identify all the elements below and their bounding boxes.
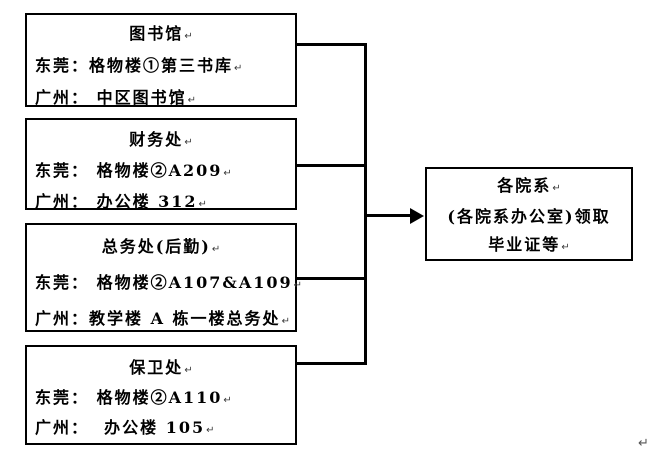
box-finance-line-dongguan: 东莞： 格物楼②A209↵ [27, 157, 295, 188]
paragraph-return-mark: ↵ [184, 137, 193, 148]
connector-vertical-collector-line [364, 43, 367, 365]
box-library-line-guangzhou: 广州： 中区图书馆↵ [27, 83, 295, 115]
destination-text: (各院系办公室)领取 [447, 207, 611, 226]
paragraph-return-mark: ↵ [198, 199, 207, 210]
box-general-affairs-line-guangzhou: 广州：教学楼 A 栋一楼总务处↵ [27, 302, 295, 338]
connector-general-affairs-line [297, 277, 367, 280]
box-library: 图书馆↵ 东莞：格物楼①第三书库↵ 广州： 中区图书馆↵ [25, 13, 297, 107]
paragraph-return-mark: ↵ [234, 63, 243, 74]
paragraph-return-mark: ↵ [223, 168, 232, 179]
location-text: 广州： 办公楼 105 [35, 418, 206, 437]
location-text: 东莞： 格物楼②A110 [35, 388, 223, 407]
paragraph-return-mark: ↵ [206, 425, 215, 436]
box-finance-line-guangzhou: 广州： 办公楼 312↵ [27, 188, 295, 219]
location-text: 东莞： 格物楼②A107&A109 [35, 273, 293, 292]
box-general-affairs: 总务处(后勤)↵ 东莞： 格物楼②A107&A109↵ 广州：教学楼 A 栋一楼… [25, 223, 302, 332]
box-security-title: 保卫处↵ [27, 354, 295, 384]
box-title-text: 财务处 [129, 130, 184, 149]
box-general-affairs-line-dongguan: 东莞： 格物楼②A107&A109↵ [27, 266, 302, 302]
location-text: 广州： 中区图书馆 [35, 88, 187, 107]
paragraph-return-mark: ↵ [281, 316, 290, 327]
paragraph-return-mark: ↵ [211, 244, 221, 255]
destination-text: 毕业证等 [488, 235, 561, 254]
location-text: 东莞：格物楼①第三书库 [35, 56, 234, 75]
destination-text: 各院系 [497, 176, 552, 195]
paragraph-return-mark: ↵ [561, 242, 570, 253]
box-title-text: 总务处(后勤) [101, 237, 211, 256]
box-finance: 财务处↵ 东莞： 格物楼②A209↵ 广州： 办公楼 312↵ [25, 118, 297, 211]
arrow-shaft [364, 214, 411, 217]
paragraph-return-mark: ↵ [184, 365, 193, 376]
box-security-line-dongguan: 东莞： 格物楼②A110↵ [27, 384, 295, 414]
connector-library-line [297, 43, 367, 46]
box-destination-departments: 各院系↵ (各院系办公室)领取 毕业证等↵ [425, 167, 633, 261]
box-title-text: 图书馆 [129, 24, 184, 43]
location-text: 广州：教学楼 A 栋一楼总务处 [35, 309, 281, 328]
location-text: 广州： 办公楼 312 [35, 192, 198, 211]
paragraph-return-mark: ↵ [293, 280, 303, 291]
box-library-title: 图书馆↵ [27, 19, 295, 51]
page-paragraph-return-mark: ↵ [638, 436, 649, 451]
paragraph-return-mark: ↵ [223, 395, 232, 406]
box-general-affairs-title: 总务处(后勤)↵ [27, 230, 295, 266]
box-security-line-guangzhou: 广州： 办公楼 105↵ [27, 414, 295, 444]
location-text: 东莞： 格物楼②A209 [35, 161, 223, 180]
destination-line-1: 各院系↵ [427, 172, 631, 203]
paragraph-return-mark: ↵ [552, 183, 561, 194]
arrow-head-icon [410, 208, 424, 224]
paragraph-return-mark: ↵ [187, 95, 196, 106]
box-security: 保卫处↵ 东莞： 格物楼②A110↵ 广州： 办公楼 105↵ [25, 345, 297, 445]
destination-line-3: 毕业证等↵ [427, 231, 631, 262]
paragraph-return-mark: ↵ [184, 31, 193, 42]
connector-security-line [297, 362, 367, 365]
connector-finance-line [297, 164, 367, 167]
box-title-text: 保卫处 [129, 358, 184, 377]
box-library-line-dongguan: 东莞：格物楼①第三书库↵ [27, 51, 295, 83]
destination-line-2: (各院系办公室)领取 [427, 203, 631, 231]
box-finance-title: 财务处↵ [27, 126, 295, 157]
